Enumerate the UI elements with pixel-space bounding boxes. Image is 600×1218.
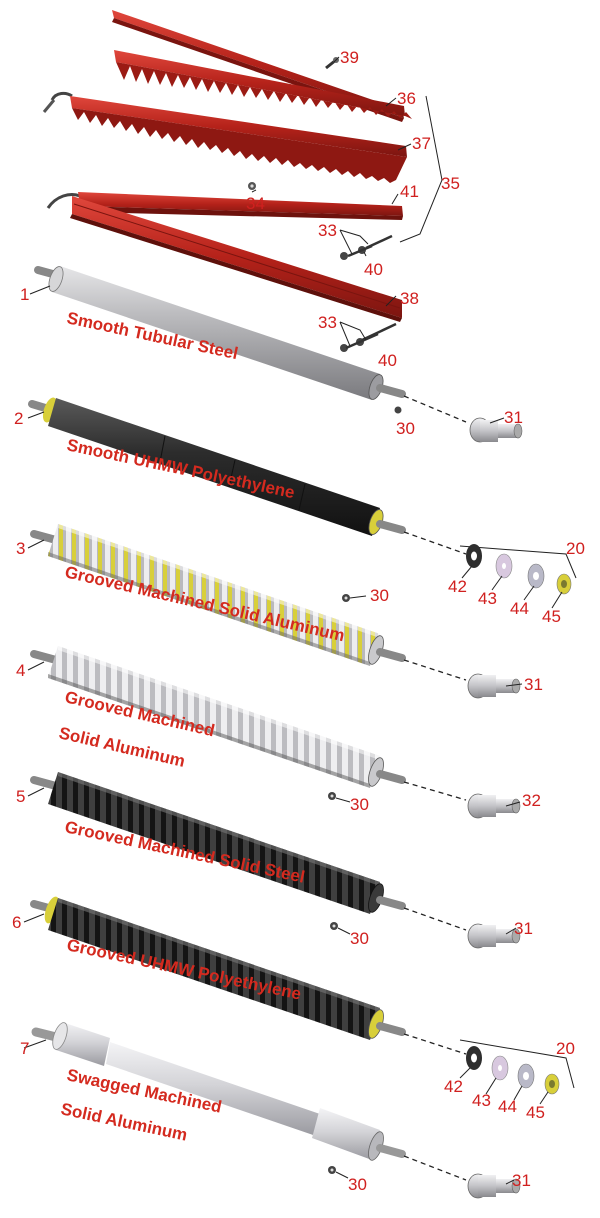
roller-6-grooved-uhmw xyxy=(30,896,467,1055)
callout-30-c: 30 xyxy=(350,795,369,814)
callout-20-upper: 20 xyxy=(566,539,585,558)
callout-42-upper: 42 xyxy=(448,577,467,596)
callout-43-lower: 43 xyxy=(472,1091,491,1110)
scraper-bar-41 xyxy=(46,192,403,220)
callout-31-c: 31 xyxy=(514,919,533,938)
roller-4-grooved-aluminum xyxy=(30,646,467,801)
callout-38: 38 xyxy=(400,289,419,308)
hardware-33-40-lower xyxy=(340,322,397,352)
callout-2: 2 xyxy=(14,409,23,428)
callout-31-a: 31 xyxy=(504,408,523,427)
callout-20-lower: 20 xyxy=(556,1039,575,1058)
callout-7: 7 xyxy=(20,1039,29,1058)
callout-30-b: 30 xyxy=(370,586,389,605)
roller-7-swagged-aluminum xyxy=(31,1022,467,1181)
callout-34: 34 xyxy=(246,194,265,213)
roller-4-title-line2: Solid Aluminum xyxy=(57,723,187,770)
set-screw-30-a xyxy=(394,406,402,414)
bracket-35 xyxy=(399,95,443,243)
roller-3-grooved-aluminum xyxy=(30,524,467,681)
callout-3: 3 xyxy=(16,539,25,558)
callout-36: 36 xyxy=(397,89,416,108)
set-screw-30-b xyxy=(342,594,350,602)
callout-4: 4 xyxy=(16,661,25,680)
roller-1-smooth-tubular-steel xyxy=(34,266,467,423)
bearing-31-d xyxy=(467,1173,521,1199)
scraper-bar-38 xyxy=(70,196,402,322)
callout-45-upper: 45 xyxy=(542,607,561,626)
set-screw-30-e xyxy=(328,1166,336,1174)
bearing-32 xyxy=(467,793,521,819)
callout-30-a: 30 xyxy=(396,419,415,438)
callout-44-upper: 44 xyxy=(510,599,529,618)
roller-5-grooved-steel xyxy=(30,772,467,931)
callout-43-upper: 43 xyxy=(478,589,497,608)
callout-37: 37 xyxy=(412,134,431,153)
washer-set-20-upper xyxy=(459,544,577,595)
callout-45-lower: 45 xyxy=(526,1103,545,1122)
callout-30-d: 30 xyxy=(350,929,369,948)
callout-33-upper: 33 xyxy=(318,221,337,240)
callout-32: 32 xyxy=(522,791,541,810)
bearing-31-c xyxy=(467,923,521,949)
callout-40-upper: 40 xyxy=(364,260,383,279)
roller-2-smooth-uhmw xyxy=(28,397,467,555)
callout-30-e: 30 xyxy=(348,1175,367,1194)
callout-5: 5 xyxy=(16,787,25,806)
set-screw-30-c xyxy=(328,792,336,800)
roller-7-title-line2: Solid Aluminum xyxy=(59,1099,189,1144)
callout-35: 35 xyxy=(441,174,460,193)
callout-41: 41 xyxy=(400,182,419,201)
callout-40-lower: 40 xyxy=(378,351,397,370)
hardware-33-40-upper xyxy=(340,234,393,260)
washer-set-20-lower xyxy=(459,1039,575,1095)
callout-1: 1 xyxy=(20,285,29,304)
callout-44-lower: 44 xyxy=(498,1097,517,1116)
scraper-bar-37 xyxy=(42,91,407,183)
scraper-bar-36 xyxy=(114,50,412,119)
bearing-31-b xyxy=(467,673,521,699)
callout-39: 39 xyxy=(340,48,359,67)
callout-6: 6 xyxy=(12,913,21,932)
scraper-assembly xyxy=(42,10,443,352)
set-screw-30-d xyxy=(330,922,338,930)
callout-33-lower: 33 xyxy=(318,313,337,332)
nut-34 xyxy=(248,182,256,190)
callout-42-lower: 42 xyxy=(444,1077,463,1096)
callout-31-b: 31 xyxy=(524,675,543,694)
bearing-31-a xyxy=(469,417,523,443)
callout-31-d: 31 xyxy=(512,1171,531,1190)
